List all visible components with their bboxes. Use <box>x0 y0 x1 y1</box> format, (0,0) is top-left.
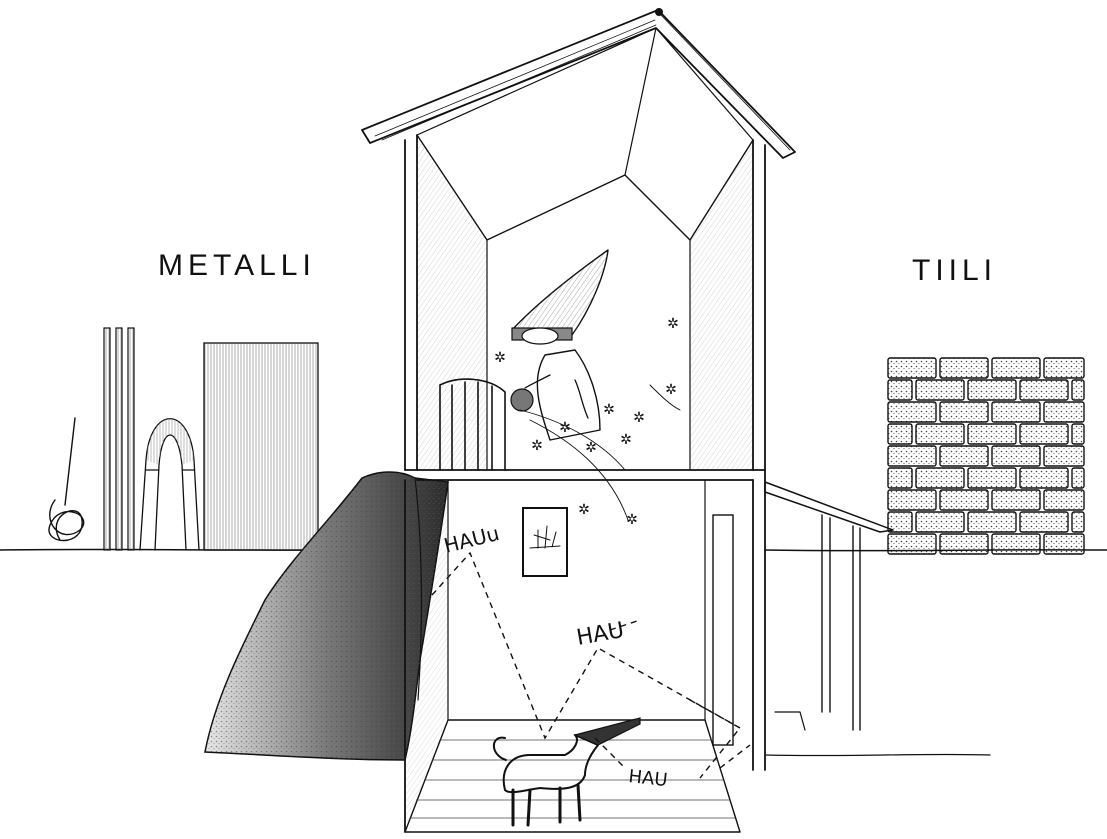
brick <box>968 424 1016 444</box>
brick <box>1044 534 1084 554</box>
brick <box>940 490 988 510</box>
svg-text:✲: ✲ <box>531 438 543 454</box>
svg-text:✲: ✲ <box>633 410 645 426</box>
svg-text:✲: ✲ <box>578 502 590 518</box>
brick <box>992 358 1040 378</box>
svg-text:✲: ✲ <box>667 316 679 332</box>
brick <box>1020 380 1068 400</box>
brick <box>1072 424 1084 444</box>
roof <box>362 10 795 158</box>
brick <box>888 402 936 422</box>
brick <box>992 402 1040 422</box>
metal-arch <box>140 419 199 550</box>
svg-text:✲: ✲ <box>603 402 615 418</box>
brick <box>1020 512 1068 532</box>
bark-text-3: HAU <box>627 766 668 791</box>
brick <box>940 402 988 422</box>
bark-text-2: HAU <box>575 618 626 651</box>
brick <box>940 358 988 378</box>
brick <box>1044 358 1084 378</box>
upper-floor <box>405 470 765 480</box>
brick <box>916 468 964 488</box>
brick <box>888 534 936 554</box>
ground-line <box>0 549 1107 756</box>
house: ✲✲✲ ✲✲✲ ✲✲✲ ✲✲ HAUu HAU HAU <box>362 8 795 832</box>
brick <box>1072 380 1084 400</box>
echo-paths <box>432 553 750 778</box>
brick <box>888 380 912 400</box>
side-canopy <box>765 482 893 730</box>
wire-scribble <box>49 418 84 541</box>
bark-text-1: HAUu <box>441 521 501 558</box>
brick <box>1044 402 1084 422</box>
metal-sheet <box>204 343 318 550</box>
brick <box>888 358 936 378</box>
brick <box>968 380 1016 400</box>
brick <box>888 424 912 444</box>
brick-wall <box>888 358 1084 554</box>
brick <box>968 468 1016 488</box>
svg-text:✲: ✲ <box>585 440 597 456</box>
svg-text:✲: ✲ <box>494 350 506 366</box>
wall-picture <box>523 508 567 576</box>
brick <box>888 468 912 488</box>
brick <box>992 446 1040 466</box>
svg-text:✲: ✲ <box>620 432 632 448</box>
brick <box>1072 512 1084 532</box>
dog-figure <box>494 718 640 825</box>
svg-text:✲: ✲ <box>665 382 677 398</box>
brick <box>888 490 936 510</box>
metal-rods <box>104 328 134 550</box>
lower-floor <box>405 720 740 832</box>
sparkles: ✲✲✲ ✲✲✲ ✲✲✲ ✲✲ <box>494 316 679 528</box>
brick <box>1044 490 1084 510</box>
brick <box>992 490 1040 510</box>
brick <box>940 534 988 554</box>
label-tiili: TIILI <box>912 254 997 287</box>
door <box>713 515 733 745</box>
brick <box>940 446 988 466</box>
brick <box>1020 424 1068 444</box>
brick <box>1044 446 1084 466</box>
brick <box>968 512 1016 532</box>
brick <box>1020 468 1068 488</box>
brick <box>916 512 964 532</box>
brick <box>916 424 964 444</box>
brick <box>992 534 1040 554</box>
label-metalli: METALLI <box>158 249 316 282</box>
brick <box>888 446 936 466</box>
brick <box>1072 468 1084 488</box>
brick <box>916 380 964 400</box>
metal-objects <box>49 328 318 550</box>
